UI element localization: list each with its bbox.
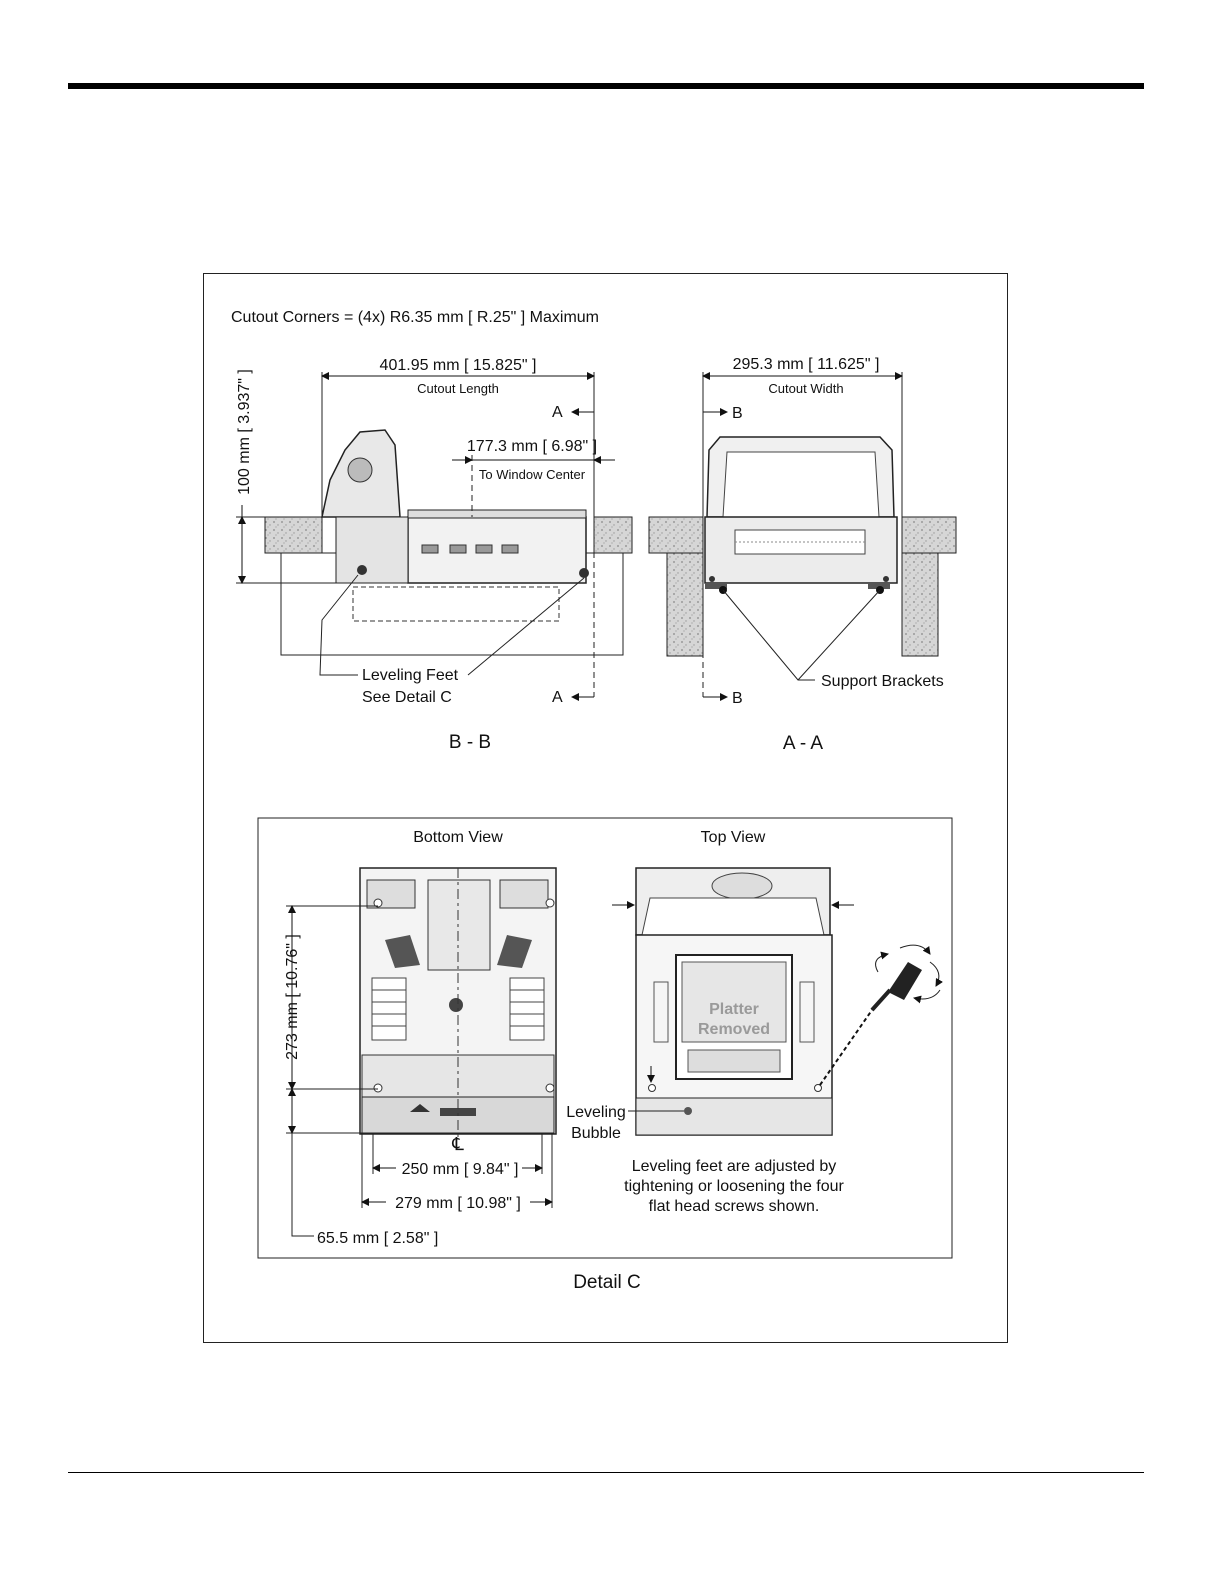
dim-279: 279 mm [ 10.98" ] [395, 1195, 521, 1212]
bottom-view-drawing [359, 867, 557, 1138]
leveling-bubble-line1: Leveling [566, 1104, 626, 1121]
bottom-view-label: Bottom View [413, 829, 503, 846]
counter-right-bb [593, 516, 633, 554]
section-mark-b-top: B [732, 405, 743, 422]
section-aa-title: A - A [783, 733, 823, 754]
cutout-length-label: Cutout Length [417, 381, 499, 396]
section-mark-a-top: A [552, 404, 563, 421]
cutout-width-dim: 295.3 mm [ 11.625" ] [733, 356, 880, 373]
detail-c-frame [257, 817, 953, 1259]
section-mark-a-bottom: A [552, 689, 563, 706]
cutout-corners-note: Cutout Corners = (4x) R6.35 mm [ R.25" ]… [231, 309, 599, 326]
note-line3: flat head screws shown. [649, 1198, 820, 1215]
leveling-feet-label: Leveling Feet [362, 667, 459, 684]
screwdriver-icon [819, 944, 943, 1086]
leveling-foot-left [357, 565, 367, 575]
window-center-dim: 177.3 mm [ 6.98" ] [467, 438, 597, 455]
section-bb-title: B - B [449, 732, 491, 753]
cutout-length-dim: 401.95 mm [ 15.825" ] [380, 357, 537, 374]
leveling-bubble-line2: Bubble [571, 1125, 621, 1142]
support-brackets-label: Support Brackets [821, 673, 944, 690]
counter-left-bb [264, 516, 323, 554]
footer-rule [68, 1472, 1144, 1473]
platter-line2: Removed [698, 1021, 770, 1038]
window-center-label: To Window Center [479, 467, 586, 482]
header-rule [68, 83, 1144, 89]
section-mark-b-bottom: B [732, 690, 743, 707]
section-bb: 401.95 mm [ 15.825" ] Cutout Length A A … [236, 357, 633, 753]
leveling-bubble-icon [684, 1107, 692, 1115]
cutout-width-label: Cutout Width [768, 381, 843, 396]
dim-250: 250 mm [ 9.84" ] [402, 1161, 519, 1178]
section-aa: 295.3 mm [ 11.625" ] Cutout Width B B Su… [648, 356, 957, 754]
platter-line1: Platter [709, 1001, 759, 1018]
top-view-drawing [612, 867, 854, 1136]
height-dim: 100 mm [ 3.937" ] [236, 369, 253, 495]
tray-outline-bb [352, 586, 560, 622]
detail-c-title: Detail C [573, 1272, 641, 1293]
dim-65: 65.5 mm [ 2.58" ] [317, 1230, 438, 1247]
speaker-icon [347, 457, 373, 483]
note-line1: Leveling feet are adjusted by [632, 1158, 837, 1175]
leveling-foot-right [579, 568, 589, 578]
scanner-base-bb [335, 516, 409, 584]
dim-273: 273 mm [ 10.76" ] [284, 934, 301, 1060]
see-detail-label: See Detail C [362, 689, 452, 706]
detail-c: Bottom View Top View [257, 817, 953, 1293]
figure-frame [203, 273, 1008, 1343]
centerline-symbol: ℄ [451, 1134, 464, 1154]
top-view-label: Top View [701, 829, 766, 846]
note-line2: tightening or loosening the four [624, 1178, 844, 1195]
